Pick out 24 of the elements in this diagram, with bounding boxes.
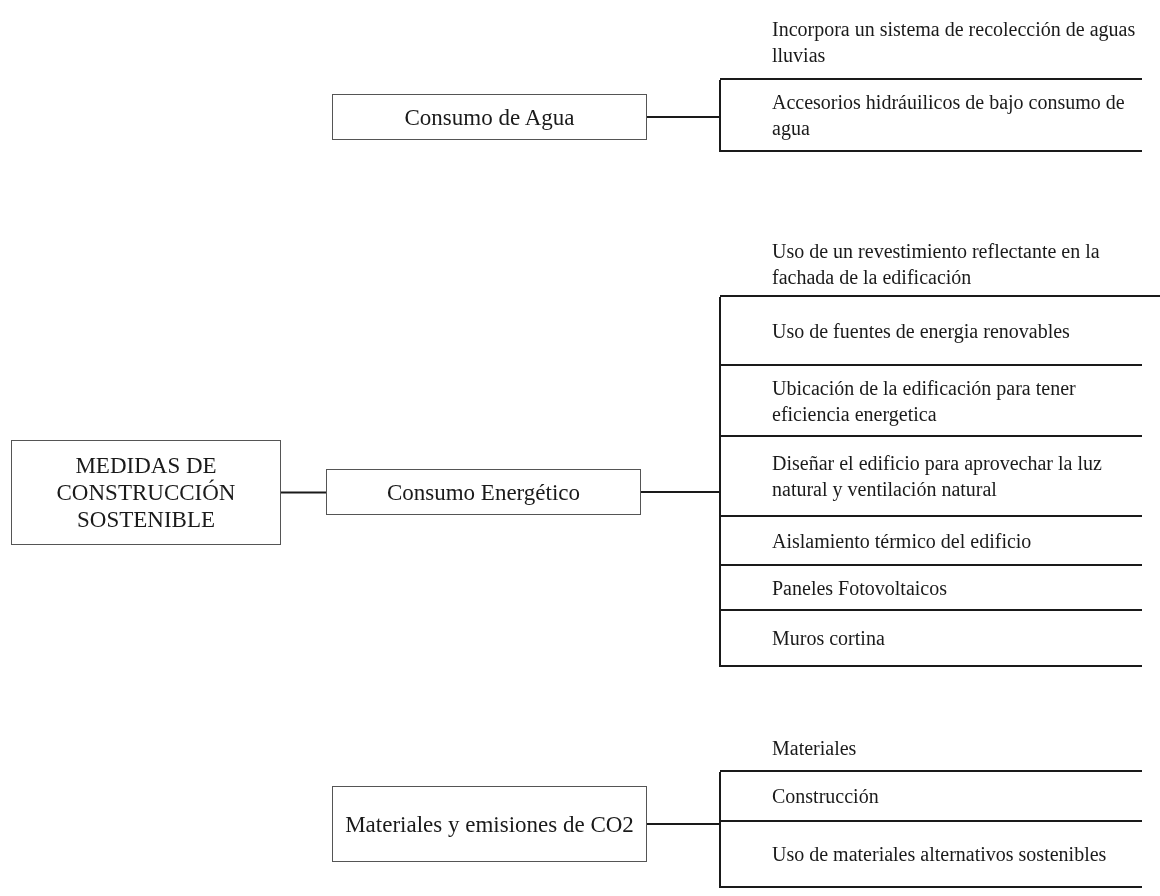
item-text: Paneles Fotovoltaicos <box>772 575 948 601</box>
item-text: Uso de un revestimiento reflectante en la fachada de la edificación <box>772 238 1101 290</box>
item-text: Aislamiento térmico del edificio <box>772 528 1033 554</box>
item-text: Uso de materiales alternativos sostenibles <box>772 842 1108 867</box>
connector-line <box>280 491 327 494</box>
category-box <box>332 786 647 862</box>
category-box <box>11 440 281 545</box>
item-text: Diseñar el edificio para aprovechar la luz natural y ventilación natural <box>772 451 1103 502</box>
connector-line <box>646 823 721 889</box>
category-box <box>332 94 647 140</box>
box-label: Materiales y emisiones de CO2 <box>345 810 634 838</box>
item-text: Ubicación de la edificación para tener eficiencia energetica <box>772 375 1077 427</box>
item-text: Uso de fuentes de energia renovables <box>772 318 1071 344</box>
item-text: Materiales <box>772 735 858 761</box>
box-label: Consumo de Agua <box>404 103 575 131</box>
item-text: Accesorios hidráuilicos de bajo consumo de agua <box>772 90 1126 141</box>
box-label: Consumo Energético <box>386 478 581 506</box>
item-text: Incorpora un sistema de recolección de aguas lluvias <box>772 17 1137 68</box>
connector-line <box>640 491 721 668</box>
item-text: Muros cortina <box>772 626 886 651</box>
category-box <box>326 469 641 515</box>
item-text: Construcción <box>772 784 880 809</box>
box-label: MEDIDAS DE CONSTRUCCIÓN SOSTENIBLE <box>55 452 237 533</box>
connector-line <box>646 116 721 153</box>
